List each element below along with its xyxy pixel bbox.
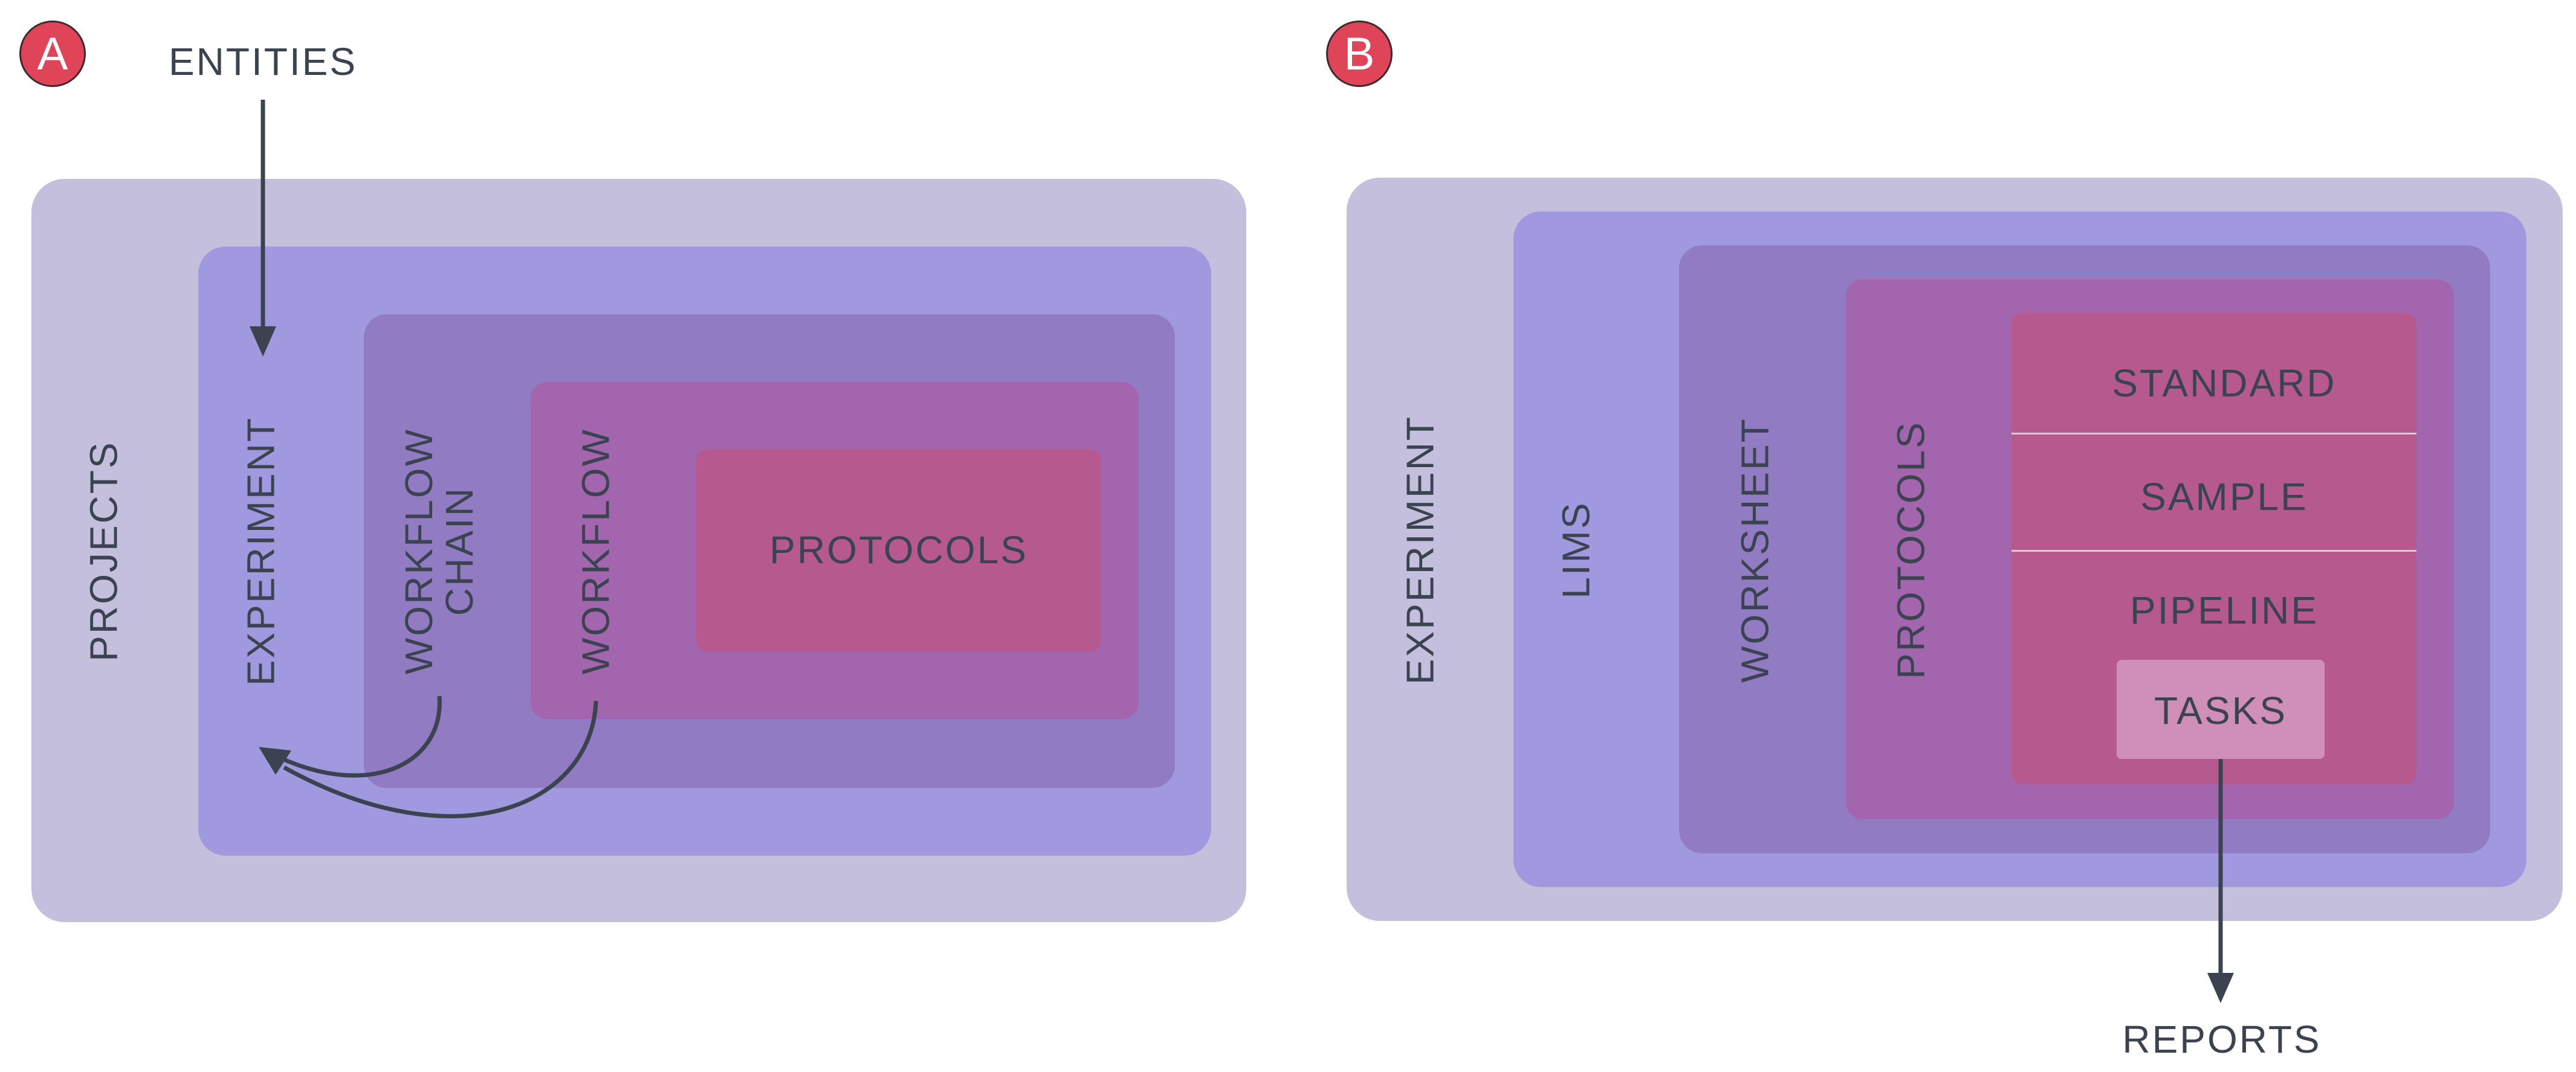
experiment-label-b: EXPERIMENT — [1398, 415, 1442, 685]
experiment-label-a: EXPERIMENT — [239, 416, 283, 686]
protocols-box-a — [696, 450, 1101, 651]
divider-standard-sample — [2011, 433, 2416, 434]
tasks-reports-arrowhead — [2207, 973, 2234, 1003]
reports-label: REPORTS — [2122, 1018, 2322, 1061]
divider-sample-pipeline — [2011, 550, 2416, 552]
standard-label: STANDARD — [2112, 361, 2337, 405]
protocols-label-a: PROTOCOLS — [769, 528, 1028, 572]
tasks-label: TASKS — [2154, 689, 2288, 732]
worksheet-label: WORKSHEET — [1733, 417, 1777, 683]
entities-label: ENTITIES — [168, 40, 358, 83]
lims-label: LIMS — [1554, 501, 1598, 599]
tasks-box — [2117, 660, 2325, 759]
workflow-chain-label-line1: WORKFLOW — [396, 428, 441, 674]
pipeline-label: PIPELINE — [2129, 589, 2319, 632]
badge-a-letter: A — [37, 28, 68, 80]
workflow-label: WORKFLOW — [574, 428, 618, 674]
projects-label: PROJECTS — [82, 441, 126, 662]
badge-b-letter: B — [1344, 28, 1375, 80]
badge-a: A — [19, 21, 86, 87]
workflow-chain-label-line2: CHAIN — [438, 486, 481, 616]
badge-b: B — [1326, 21, 1393, 87]
sample-label: SAMPLE — [2140, 475, 2308, 518]
workflow-chain-label: WORKFLOW CHAIN — [396, 428, 481, 674]
protocols-label-b: PROTOCOLS — [1889, 421, 1933, 679]
